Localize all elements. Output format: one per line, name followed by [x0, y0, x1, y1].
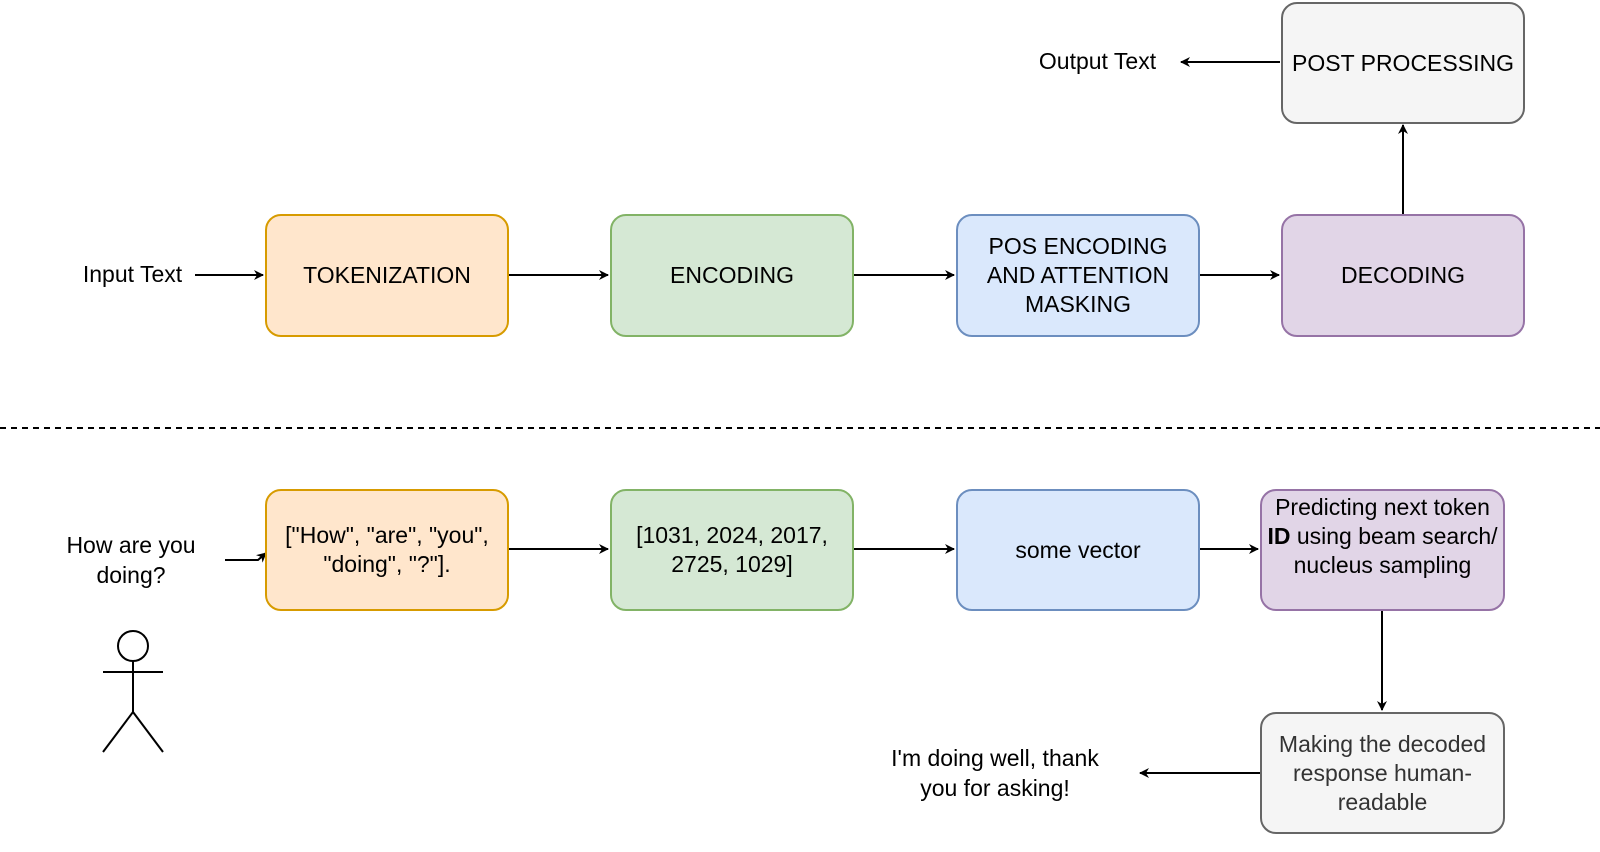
- output-text-label: Output Text: [1038, 48, 1157, 74]
- predict-text-pre: Predicting next token: [1275, 494, 1490, 520]
- predict-text-post: using beam search/ nucleus sampling: [1293, 523, 1498, 578]
- user-question-label: How are you doing?: [66, 532, 196, 588]
- user-stick-figure-icon: [102, 630, 164, 753]
- token-ids-box: [1031, 2024, 2017, 2725, 1029]: [610, 489, 854, 611]
- input-text-label: Input Text: [82, 261, 183, 287]
- tokens-box: ["How", "are", "you", "doing", "?"].: [265, 489, 509, 611]
- answer-label: I'm doing well, thank you for asking!: [891, 745, 1099, 801]
- decoding-box: DECODING: [1281, 214, 1525, 337]
- tokenization-box: TOKENIZATION: [265, 214, 509, 337]
- vector-box: some vector: [956, 489, 1200, 611]
- pos-encoding-box: POS ENCODING AND ATTENTION MASKING: [956, 214, 1200, 337]
- encoding-box: ENCODING: [610, 214, 854, 337]
- arrow-question-tokens: [225, 552, 267, 563]
- post-processing-box: POST PROCESSING: [1281, 2, 1525, 124]
- predict-box: Predicting next token ID using beam sear…: [1260, 489, 1505, 611]
- postprocess-box: Making the decoded response human-readab…: [1260, 712, 1505, 834]
- predict-text-bold: ID: [1267, 523, 1291, 549]
